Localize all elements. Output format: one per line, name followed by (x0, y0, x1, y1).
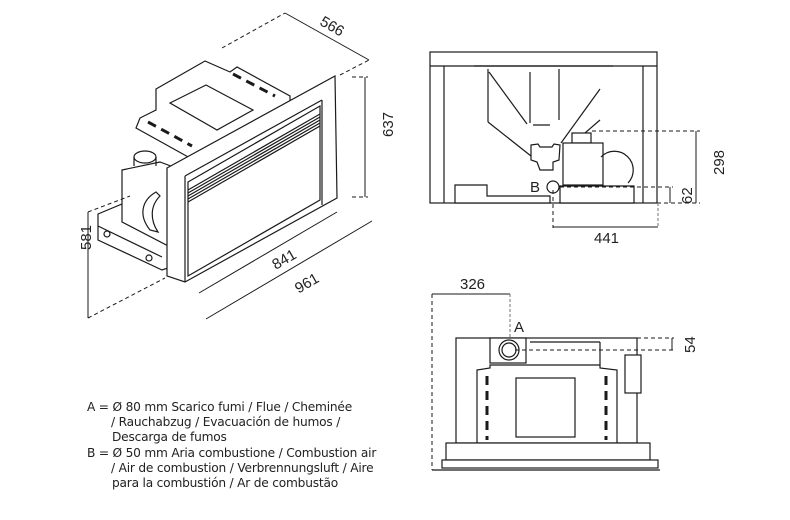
dim-441: 441 (594, 230, 619, 247)
dim-54: 54 (682, 336, 699, 353)
air-pipe (142, 191, 161, 233)
dim-566: 566 (317, 13, 347, 40)
top-view: 326 A 54 (431, 276, 699, 471)
legend-a-line-2: / Rauchabzug / Evacuación de humos / (111, 415, 341, 430)
side-view: B 298 62 441 (429, 51, 728, 247)
isometric-fireplace-view: 566 637 581 841 961 (78, 12, 397, 320)
dim-62: 62 (679, 187, 696, 204)
legend-a-line-3: Descarga de fumos (112, 430, 227, 445)
dim-326: 326 (460, 276, 485, 293)
legend-a-line-1: A = Ø 80 mm Scarico fumi / Flue / Chemin… (87, 400, 353, 414)
dim-581: 581 (78, 225, 95, 250)
label-a: A (514, 319, 524, 336)
legend-b-line-2: / Air de combustion / Verbrennungsluft /… (111, 460, 374, 475)
dim-line-566 (284, 12, 370, 61)
legend-b-line-3: para la combustión / Ar de combustão (112, 476, 338, 491)
dim-961: 961 (292, 270, 322, 297)
dim-line-841 (198, 211, 338, 294)
legend: A = Ø 80 mm Scarico fumi / Flue / Chemin… (87, 400, 376, 491)
dim-637: 637 (380, 112, 397, 137)
dim-841: 841 (269, 246, 299, 273)
dim-line-961 (205, 220, 373, 320)
flue-outlet (530, 143, 561, 171)
label-b: B (530, 179, 540, 196)
top-hatch (168, 84, 255, 131)
legend-b-line-1: B = Ø 50 mm Aria combustione / Combustio… (87, 445, 377, 460)
glass-door (187, 104, 321, 278)
flue-collar (133, 150, 157, 164)
dim-298: 298 (711, 150, 728, 175)
